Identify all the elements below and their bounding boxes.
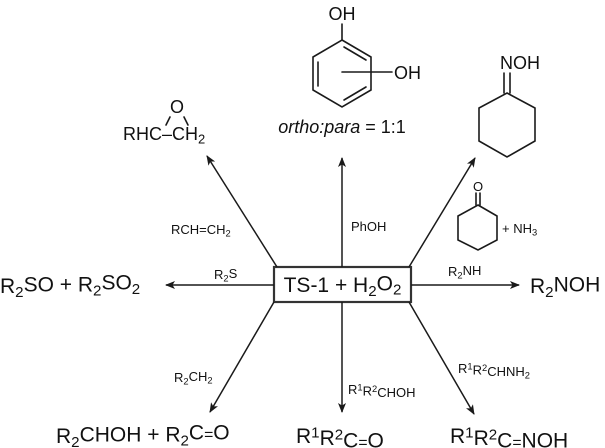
reagent-sulfide: R2S (214, 266, 238, 284)
reagent-alkane: R2CH2 (174, 369, 213, 387)
formula-text: CHOH + R (80, 423, 181, 446)
formula-text: CH (172, 124, 198, 144)
subscript: 2 (198, 132, 205, 147)
formula-text: R (0, 275, 15, 298)
formula-text: RHC (123, 124, 162, 144)
subscript: 2 (368, 283, 376, 300)
product-alcohol-ketone: R2CHOH + R2C=O (56, 422, 230, 448)
arrow-ammoximation (408, 157, 476, 268)
superscript: 1 (467, 361, 472, 371)
subscript: 2 (525, 370, 530, 380)
reagent-alkene: RCH=CH2 (171, 222, 231, 239)
superscript: 2 (372, 384, 377, 394)
formula-text: R (530, 275, 545, 298)
product-ketone: R1R2C=O (296, 424, 384, 448)
formula-text: S (229, 266, 238, 281)
reagent-primary-amine: R1R2CHNH2 (458, 361, 530, 380)
subscript: 2 (15, 284, 23, 301)
formula-text: R (348, 382, 357, 397)
formula-text: + NH (502, 221, 532, 236)
formula-text: – (162, 124, 172, 144)
formula-text: CH (189, 369, 208, 384)
subscript: 2 (183, 377, 188, 387)
selectivity-note: ortho:para = 1:1 (278, 117, 406, 137)
subscript: 2 (393, 282, 401, 299)
subscript: 2 (226, 229, 231, 239)
formula-text: NOH (522, 429, 569, 448)
second-oh: OH (394, 63, 421, 83)
ketone-oxygen: O (473, 179, 483, 194)
formula-text: ortho:para (278, 117, 360, 137)
formula-text: R (56, 425, 71, 448)
epoxide-formula: RHC–CH2 (123, 124, 205, 147)
formula-text: R (214, 267, 223, 282)
cyclohexanone-structure: O (457, 179, 498, 251)
formula-text: RCH=CH (171, 222, 226, 237)
formula-text: O (368, 429, 384, 448)
reagent-phenol: PhOH (351, 219, 386, 234)
formula-text: R (363, 383, 372, 398)
arrow-epoxidation (206, 155, 278, 268)
formula-text: NH (463, 263, 482, 278)
subscript: 2 (93, 283, 101, 300)
product-oxime: R1R2C=NOH (450, 424, 568, 448)
superscript: 1 (311, 424, 319, 441)
subscript: 2 (545, 284, 553, 301)
superscript: 2 (482, 363, 487, 373)
formula-text: SO + R (24, 273, 93, 296)
formula-text: R (473, 362, 482, 377)
formula-text: NOH (554, 273, 601, 296)
formula-text: CHOH (377, 385, 415, 400)
formula-text: C (497, 429, 512, 448)
formula-text: O (213, 422, 229, 445)
formula-text: = 1:1 (360, 117, 406, 137)
product-cyclohexanone-oxime: NOH (478, 53, 540, 158)
subscript: 2 (181, 433, 189, 448)
product-hydroxylamine: R2NOH (530, 273, 600, 301)
phenol-oh: OH (329, 4, 356, 24)
formula-text: O (377, 272, 393, 295)
superscript: 1 (357, 382, 362, 392)
formula-text: R (174, 370, 183, 385)
arrow-alkane-oxidation (209, 301, 275, 413)
formula-text: R (320, 427, 335, 448)
catalyst-label: TS-1 + H2O2 (284, 272, 402, 300)
formula-text: C (189, 422, 204, 445)
oxime-noh: NOH (500, 53, 540, 73)
superscript: 1 (465, 424, 473, 441)
subscript: 2 (457, 271, 462, 281)
superscript: 2 (489, 426, 497, 443)
subscript: 3 (532, 228, 537, 238)
formula-text: = (358, 434, 367, 448)
formula-text: R (450, 425, 465, 448)
formula-text: CHNH (487, 364, 525, 379)
subscript: 2 (132, 281, 140, 298)
product-dihydroxybenzene: OH OH ortho:para = 1:1 (278, 4, 421, 137)
epoxide-oxygen: O (170, 97, 184, 117)
formula-text: C (343, 429, 358, 448)
formula-text: R (458, 361, 467, 376)
product-sulfoxide-sulfone: R2SO + R2SO2 (0, 272, 140, 302)
formula-text: R (448, 264, 457, 279)
arrow-amine-to-oxime (408, 301, 475, 415)
formula-text: PhOH (351, 219, 386, 234)
reagent-sec-alcohol: R1R2CHOH (348, 382, 415, 400)
reagent-sec-amine: R2NH (448, 263, 481, 281)
formula-text: TS-1 + H (284, 274, 369, 297)
formula-text: = (204, 427, 213, 444)
subscript: 2 (71, 434, 79, 448)
formula-text: R (296, 425, 311, 448)
superscript: 2 (335, 426, 343, 443)
formula-text: R (474, 427, 489, 448)
product-epoxide: O RHC–CH2 (123, 97, 205, 147)
formula-text: = (512, 434, 521, 448)
subscript: 2 (223, 274, 228, 284)
formula-text: SO (101, 272, 131, 295)
reagent-ammonia: + NH3 (502, 221, 537, 238)
subscript: 2 (207, 376, 212, 386)
